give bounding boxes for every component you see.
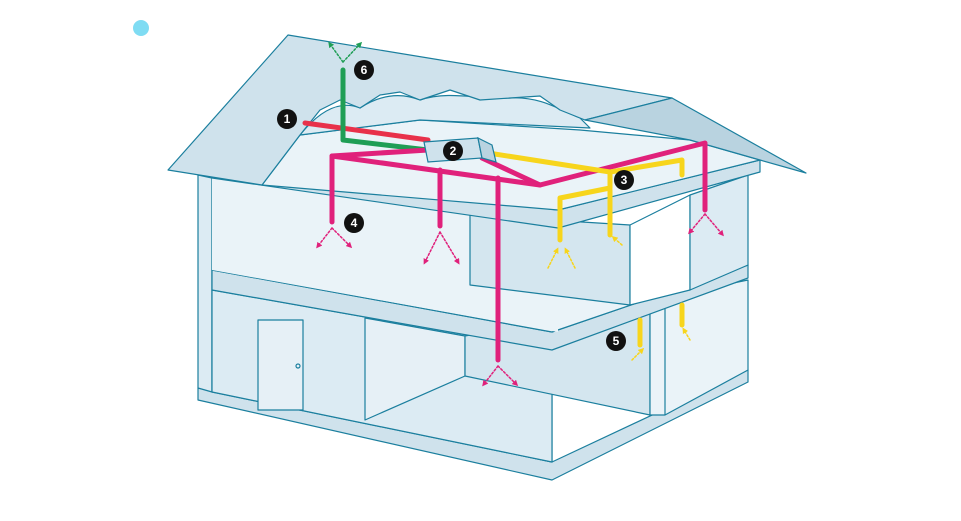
accent-dot <box>133 20 149 36</box>
extract-air-duct <box>479 149 685 178</box>
marker-1: 1 <box>277 109 297 129</box>
house-structure <box>167 34 807 481</box>
marker-5: 5 <box>606 331 626 351</box>
markers: 1 2 3 4 5 6 <box>277 60 634 351</box>
marker-4: 4 <box>344 213 364 233</box>
marker-2: 2 <box>443 141 463 161</box>
marker-6-label: 6 <box>361 63 368 77</box>
marker-6: 6 <box>354 60 374 80</box>
outdoor-air-duct <box>302 120 431 143</box>
marker-2-label: 2 <box>450 144 457 158</box>
duct-network <box>302 41 724 387</box>
marker-3: 3 <box>614 170 634 190</box>
marker-4-label: 4 <box>351 216 358 230</box>
marker-5-label: 5 <box>613 334 620 348</box>
exhaust-air-duct <box>340 67 431 153</box>
supply-air-duct-east <box>479 140 708 213</box>
marker-3-label: 3 <box>621 173 628 187</box>
marker-1-label: 1 <box>284 112 291 126</box>
